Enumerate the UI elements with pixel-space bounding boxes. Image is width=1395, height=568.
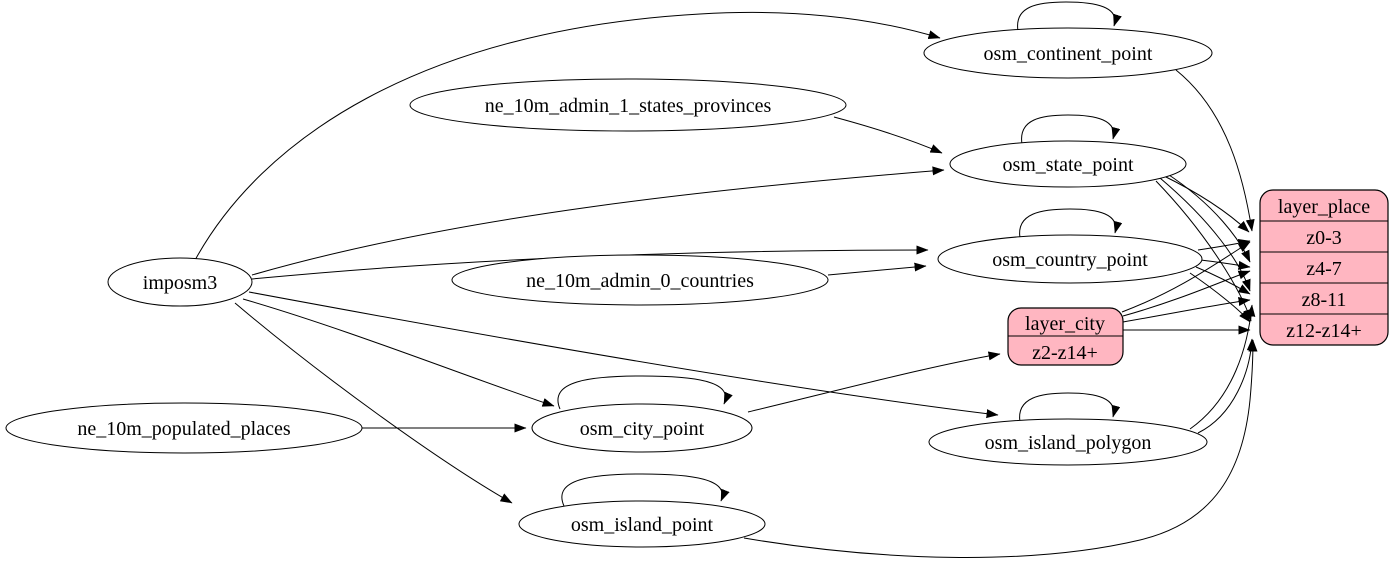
edge-self-loop-osm-country-point <box>1019 208 1123 239</box>
edge-imposm3-to-osm-city-point <box>242 298 555 407</box>
node-osm-island-point-shape <box>518 500 766 548</box>
edge-imposm3-to-osm-island-point <box>234 302 513 504</box>
record-layer-place-title: layer_place <box>1278 196 1370 218</box>
edge-osm-state-point-to-layer-place-z8-11 <box>1159 177 1251 292</box>
edge-ne-10m-admin-1-to-osm-state-point <box>833 116 943 154</box>
edge-layer-city-to-layer-place-z4-7 <box>1122 270 1251 317</box>
edge-self-loop-osm-city-point <box>557 375 733 410</box>
node-osm-state-point-shape <box>949 140 1187 188</box>
node-osm-island-point-label: osm_island_point <box>571 514 714 536</box>
edge-osm-country-point-to-layer-place-z0-3 <box>1197 239 1251 251</box>
edge-osm-country-point-to-layer-place-z4-7 <box>1199 259 1251 270</box>
node-osm-continent-point-shape <box>923 27 1213 79</box>
record-layer-place-row-z0-3: z0-3 <box>1306 227 1342 249</box>
edge-self-loop-osm-island-point <box>561 473 730 507</box>
node-osm-continent-point-label: osm_continent_point <box>984 43 1153 65</box>
edge-self-loop-osm-island-polygon <box>1019 392 1121 423</box>
edge-self-loop-osm-state-point <box>1021 114 1121 145</box>
node-osm-island-polygon-shape <box>928 418 1208 466</box>
node-ne-10m-populated-places: ne_10m_populated_places <box>5 402 363 454</box>
edge-ne-10m-admin-0-to-osm-country-point <box>827 262 927 276</box>
record-layer-place-box <box>1259 189 1389 346</box>
record-layer-city-title: layer_city <box>1025 313 1105 335</box>
record-layer-place-row-z4-7: z4-7 <box>1306 258 1342 280</box>
node-imposm3-label: imposm3 <box>143 272 217 294</box>
record-layer-city-row-z2-z14: z2-z14+ <box>1032 342 1098 364</box>
node-osm-country-point: osm_country_point <box>937 234 1203 284</box>
node-osm-city-point: osm_city_point <box>531 403 753 453</box>
node-ne-10m-admin-1-states-provinces-shape <box>409 78 847 132</box>
node-ne-10m-admin-1-states-provinces: ne_10m_admin_1_states_provinces <box>409 78 847 132</box>
node-osm-island-point: osm_island_point <box>518 500 766 548</box>
node-ne-10m-admin-0-countries: ne_10m_admin_0_countries <box>451 254 829 306</box>
node-ne-10m-admin-0-countries-shape <box>451 254 829 306</box>
node-osm-state-point: osm_state_point <box>949 140 1187 188</box>
edge-osm-state-point-to-layer-place-z0-3 <box>1161 174 1250 233</box>
node-ne-10m-admin-1-states-provinces-label: ne_10m_admin_1_states_provinces <box>485 95 772 117</box>
edge-imposm3-to-osm-island-polygon <box>248 291 999 419</box>
edge-osm-island-polygon-to-layer-place-z8-11 <box>1189 304 1256 430</box>
record-layer-place-row-z12-z14: z12-z14+ <box>1286 320 1362 342</box>
edge-osm-island-point-to-layer-place-z12-z14 <box>743 339 1258 558</box>
record-layer-place: layer_place z0-3 z4-7 z8-11 z12-z14+ <box>1259 189 1389 346</box>
node-osm-city-point-label: osm_city_point <box>580 418 705 440</box>
edge-osm-continent-point-to-layer-place-z0-3 <box>1175 69 1255 232</box>
record-layer-city: layer_city z2-z14+ <box>1007 307 1124 366</box>
edge-layer-city-to-layer-place-z0-3 <box>1121 241 1251 313</box>
node-osm-island-polygon-label: osm_island_polygon <box>985 432 1152 454</box>
edge-osm-city-point-to-layer-city <box>747 351 1001 413</box>
node-ne-10m-populated-places-shape <box>5 402 363 454</box>
node-imposm3-shape <box>107 257 253 307</box>
edge-group <box>193 1 1258 558</box>
edge-layer-city-to-layer-place-z8-11 <box>1122 297 1251 323</box>
record-layer-place-row-z8-11: z8-11 <box>1302 289 1347 311</box>
edge-osm-country-point-to-layer-place-z12-z14 <box>1189 272 1251 323</box>
node-ne-10m-admin-0-countries-label: ne_10m_admin_0_countries <box>526 270 754 292</box>
edge-imposm3-to-osm-state-point <box>251 166 945 276</box>
node-osm-island-polygon: osm_island_polygon <box>928 418 1208 466</box>
node-osm-continent-point: osm_continent_point <box>923 27 1213 79</box>
edge-osm-island-polygon-to-layer-place-z12-z14 <box>1197 338 1256 434</box>
node-osm-country-point-shape <box>937 234 1203 284</box>
node-osm-state-point-label: osm_state_point <box>1002 154 1134 176</box>
edge-self-loop-osm-continent-point <box>1017 1 1122 32</box>
node-osm-country-point-label: osm_country_point <box>992 249 1148 271</box>
edge-osm-country-point-to-layer-place-z8-11 <box>1195 266 1251 295</box>
node-osm-city-point-shape <box>531 403 753 453</box>
edge-imposm3-to-osm-continent-point <box>193 11 941 263</box>
edge-osm-state-point-to-layer-place-z4-7 <box>1165 172 1251 263</box>
node-imposm3: imposm3 <box>107 257 253 307</box>
node-ne-10m-populated-places-label: ne_10m_populated_places <box>77 418 290 440</box>
